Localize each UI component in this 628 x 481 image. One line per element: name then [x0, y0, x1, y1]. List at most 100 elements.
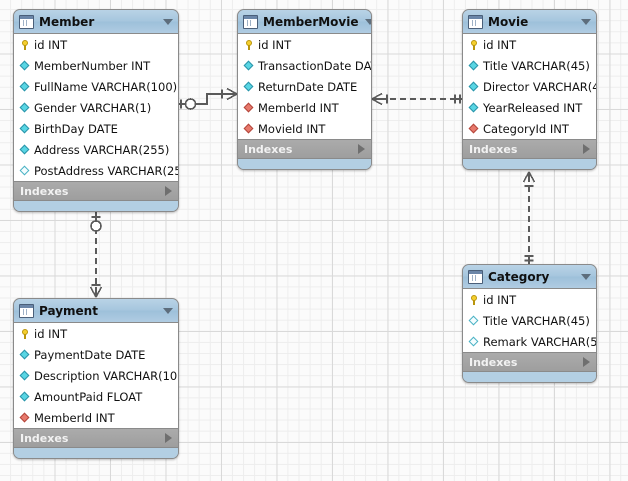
column-row[interactable]: CategoryId INT [463, 118, 596, 139]
column-label: MovieId INT [258, 121, 326, 136]
column-cyan-diamond-icon [243, 60, 255, 72]
column-row[interactable]: Title VARCHAR(45) [463, 310, 596, 331]
column-row[interactable]: MemberId INT [14, 407, 178, 428]
indexes-row[interactable]: Indexes [463, 353, 596, 372]
column-row[interactable]: MovieId INT [238, 118, 371, 139]
column-label: TransactionDate DATE [258, 58, 371, 73]
column-label: MemberId INT [34, 410, 115, 425]
chevron-down-icon[interactable] [581, 273, 591, 280]
column-row[interactable]: Title VARCHAR(45) [463, 55, 596, 76]
table-icon [243, 14, 258, 29]
column-row[interactable]: Gender VARCHAR(1) [14, 97, 178, 118]
column-row[interactable]: Address VARCHAR(255) [14, 139, 178, 160]
indexes-label: Indexes [20, 184, 69, 198]
column-row[interactable]: id INT [463, 289, 596, 310]
table-header[interactable]: Member [14, 10, 178, 34]
fk-red-diamond-icon [19, 412, 31, 424]
column-row[interactable]: Description VARCHAR(100) [14, 365, 178, 386]
column-cyan-diamond-icon [468, 60, 480, 72]
table-footer [14, 448, 178, 458]
indexes-row[interactable]: Indexes [14, 182, 178, 201]
column-label: Description VARCHAR(100) [34, 368, 179, 383]
table-payment[interactable]: Payment id INT PaymentDate DATE Descriptio… [13, 298, 179, 459]
column-label: Title VARCHAR(45) [483, 313, 590, 328]
table-icon [19, 14, 34, 29]
column-label: MemberNumber INT [34, 58, 151, 73]
table-header[interactable]: Category [463, 265, 596, 289]
column-cyan-diamond-icon [243, 81, 255, 93]
column-hollow-diamond-icon [468, 315, 480, 327]
chevron-down-icon[interactable] [163, 307, 173, 314]
table-title: Member [39, 14, 95, 29]
table-header[interactable]: Payment [14, 299, 178, 323]
column-label: YearReleased INT [483, 100, 583, 115]
column-cyan-diamond-icon [19, 60, 31, 72]
chevron-right-icon[interactable] [583, 144, 590, 154]
column-cyan-diamond-icon [19, 391, 31, 403]
table-footer [463, 159, 596, 169]
column-label: PostAddress VARCHAR(255) [34, 163, 179, 178]
column-row[interactable]: MemberNumber INT [14, 55, 178, 76]
column-row[interactable]: PaymentDate DATE [14, 344, 178, 365]
relationship-membermovie-movie [371, 92, 462, 106]
table-title: Payment [39, 303, 98, 318]
column-row[interactable]: TransactionDate DATE [238, 55, 371, 76]
column-label: ReturnDate DATE [258, 79, 358, 94]
table-category[interactable]: Category id INT Title VARCHAR(45) Remark V… [462, 264, 597, 383]
column-row[interactable]: id INT [463, 34, 596, 55]
chevron-right-icon[interactable] [358, 144, 365, 154]
chevron-down-icon[interactable] [581, 18, 591, 25]
column-label: Address VARCHAR(255) [34, 142, 170, 157]
column-row[interactable]: PostAddress VARCHAR(255) [14, 160, 178, 181]
indexes-row[interactable]: Indexes [14, 429, 178, 448]
indexes-row[interactable]: Indexes [463, 140, 596, 159]
table-footer [463, 372, 596, 382]
column-row[interactable]: Remark VARCHAR(500) [463, 331, 596, 352]
column-row[interactable]: FullName VARCHAR(100) [14, 76, 178, 97]
table-member[interactable]: Member id INT MemberNumber INT FullName VA… [13, 9, 179, 212]
column-cyan-diamond-icon [19, 102, 31, 114]
column-cyan-diamond-icon [19, 123, 31, 135]
table-title: Movie [488, 14, 529, 29]
indexes-row[interactable]: Indexes [238, 140, 371, 159]
column-row[interactable]: id INT [14, 34, 178, 55]
column-label: id INT [258, 37, 292, 52]
table-footer [14, 201, 178, 211]
pk-key-icon [243, 39, 255, 51]
relationship-movie-category [522, 171, 536, 264]
table-icon [468, 14, 483, 29]
chevron-right-icon[interactable] [583, 357, 590, 367]
table-header[interactable]: Movie [463, 10, 596, 34]
indexes-label: Indexes [469, 142, 518, 156]
chevron-right-icon[interactable] [165, 186, 172, 196]
column-row[interactable]: YearReleased INT [463, 97, 596, 118]
chevron-right-icon[interactable] [165, 433, 172, 443]
table-membermovie[interactable]: MemberMovie id INT TransactionDate DATE Re… [237, 9, 372, 170]
pk-key-icon [468, 39, 480, 51]
column-cyan-diamond-icon [468, 81, 480, 93]
column-label: FullName VARCHAR(100) [34, 79, 178, 94]
column-row[interactable]: MemberId INT [238, 97, 371, 118]
column-row[interactable]: id INT [14, 323, 178, 344]
indexes-label: Indexes [469, 355, 518, 369]
column-row[interactable]: ReturnDate DATE [238, 76, 371, 97]
pk-key-icon [468, 294, 480, 306]
column-list: id INT PaymentDate DATE Description VARCHA… [14, 323, 178, 429]
column-label: id INT [483, 292, 517, 307]
column-label: Gender VARCHAR(1) [34, 100, 152, 115]
pk-key-icon [19, 39, 31, 51]
column-label: CategoryId INT [483, 121, 569, 136]
chevron-down-icon[interactable] [364, 18, 371, 25]
column-row[interactable]: Director VARCHAR(45) [463, 76, 596, 97]
chevron-down-icon[interactable] [163, 18, 173, 25]
column-label: Remark VARCHAR(500) [483, 334, 597, 349]
column-row[interactable]: id INT [238, 34, 371, 55]
table-header[interactable]: MemberMovie [238, 10, 371, 34]
column-label: id INT [34, 326, 68, 341]
column-row[interactable]: BirthDay DATE [14, 118, 178, 139]
column-cyan-diamond-icon [19, 349, 31, 361]
column-row[interactable]: AmountPaid FLOAT [14, 386, 178, 407]
